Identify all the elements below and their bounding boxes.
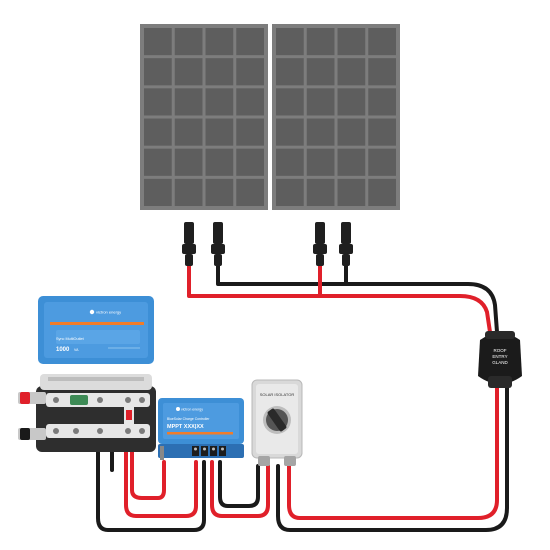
panel-cell [174, 148, 203, 176]
mppt-to-busbar-black [96, 448, 206, 532]
panel-cell [276, 178, 304, 206]
panel-cell [236, 58, 264, 86]
panel-cell [236, 88, 264, 116]
panel-cell [144, 148, 172, 176]
panel-cell [306, 58, 335, 86]
panel-1-positive-wire [187, 263, 492, 334]
panel-cell [144, 28, 172, 56]
panel-cell [205, 58, 234, 86]
victron-logo-icon [176, 407, 180, 411]
panel-cell [144, 88, 172, 116]
panel-cell [144, 58, 172, 86]
panel-cell [368, 148, 396, 176]
panel-cell [276, 148, 304, 176]
panel-cell [306, 88, 335, 116]
solar-panel-2 [272, 24, 400, 210]
gland-label-line1: ROOF [494, 348, 507, 353]
panel-cell [368, 28, 396, 56]
panel-cell [205, 28, 234, 56]
isolator-label: SOLAR ISOLATOR [260, 392, 295, 397]
isolator-to-mppt-black [218, 460, 260, 508]
gland-to-isolator-black [276, 382, 509, 532]
panel-cell [276, 118, 304, 146]
panel-cell [205, 118, 234, 146]
panel-cell [337, 88, 366, 116]
mc4-connector-panel2-neg [339, 222, 353, 266]
busbar-distributor [18, 374, 156, 452]
roof-entry-gland: ROOF ENTRY GLAND [478, 331, 522, 388]
panel-cell [368, 118, 396, 146]
panel-cell [368, 88, 396, 116]
panel-cell [306, 178, 335, 206]
panel-cell [337, 178, 366, 206]
panel-cell [174, 178, 203, 206]
busbar-link-red [130, 418, 166, 500]
inverter: victron energy Sync MultiOutlet 1000 VA [38, 296, 154, 364]
gland-label-line3: GLAND [492, 360, 508, 365]
gland-label-line2: ENTRY [492, 354, 507, 359]
isolator-to-mppt-red [210, 460, 270, 518]
panel-cell [236, 118, 264, 146]
panel-cell [174, 88, 203, 116]
panel-cell [205, 178, 234, 206]
panel-cell [337, 58, 366, 86]
panel-cell [144, 178, 172, 206]
panel-cell [174, 58, 203, 86]
panel-cell [236, 28, 264, 56]
mc4-connectors [182, 222, 353, 266]
inverter-rating-unit: VA [74, 348, 79, 352]
panel-cell [276, 28, 304, 56]
panel-cell [337, 28, 366, 56]
mppt-charge-controller: victron energy BlueSolar Charge Controll… [158, 398, 244, 460]
wiring [96, 263, 509, 532]
panel-cell [174, 28, 203, 56]
panel-cell [236, 178, 264, 206]
panel-cell [337, 148, 366, 176]
mppt-model: MPPT XXX|XX [167, 424, 204, 430]
mc4-connector-panel1-neg [211, 222, 225, 266]
inverter-model-line: Sync MultiOutlet [56, 337, 85, 341]
gland-to-isolator-red [287, 382, 499, 520]
solar-isolator: SOLAR ISOLATOR [251, 379, 303, 466]
panel-cell [144, 118, 172, 146]
panel-cell [337, 118, 366, 146]
panel-cell [276, 88, 304, 116]
inverter-rating: 1000 [56, 347, 70, 353]
mc4-connector-panel1-pos [182, 222, 196, 266]
panel-cell [368, 58, 396, 86]
mppt-brand: victron energy [181, 408, 203, 412]
panel-cell [306, 118, 335, 146]
panel-1-negative-wire [216, 263, 499, 334]
mppt-to-busbar-red [124, 438, 198, 518]
panel-cell [205, 88, 234, 116]
mppt-product-line: BlueSolar Charge Controller [167, 417, 210, 421]
panel-cell [174, 118, 203, 146]
victron-logo-icon [89, 309, 95, 315]
inverter-brand: victron energy [96, 310, 121, 315]
panel-cell [236, 148, 264, 176]
panel-cell [306, 148, 335, 176]
panel-cell [205, 148, 234, 176]
panel-cell [306, 28, 335, 56]
isolator-switch-knob[interactable] [267, 408, 287, 432]
panel-cell [368, 178, 396, 206]
panel-cell [276, 58, 304, 86]
solar-panel-1 [140, 24, 268, 210]
mc4-connector-panel2-pos [313, 222, 327, 266]
